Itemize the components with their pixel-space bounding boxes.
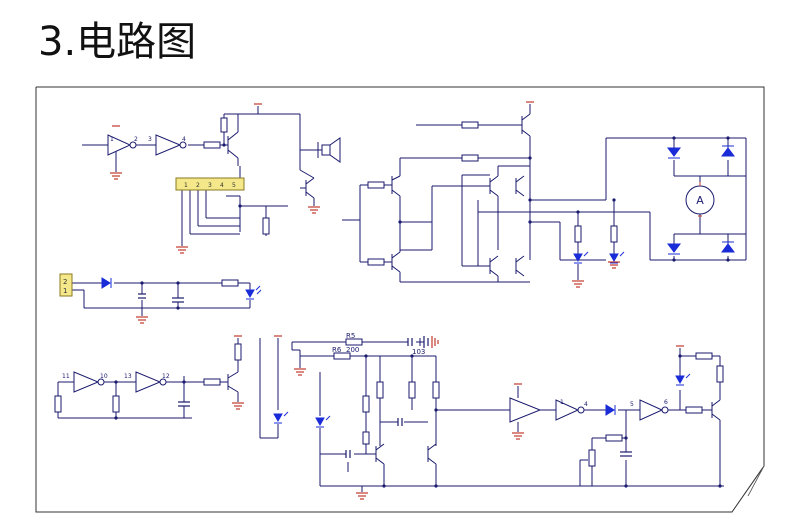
led <box>573 253 583 263</box>
section-number: 3. <box>38 19 77 65</box>
pin-label: 5 <box>630 401 634 408</box>
header-pin-2: 2 <box>196 182 200 189</box>
power-connector: 2 1 <box>59 273 73 297</box>
led <box>675 375 685 385</box>
pin-label: 13 <box>124 373 132 380</box>
header-pin-4: 4 <box>220 182 224 189</box>
inverter-gate <box>73 371 100 393</box>
gate-pin-labels: 1 2 3 4 11 10 13 12 1 4 5 6 <box>62 136 668 408</box>
inverter-gate <box>639 399 664 421</box>
pin-label: 4 <box>584 401 588 408</box>
comparator <box>509 397 542 423</box>
led <box>315 417 325 427</box>
logic-gates <box>73 134 669 423</box>
speaker-icon <box>321 137 341 163</box>
resistors <box>54 117 724 467</box>
pin-label: 10 <box>100 373 108 380</box>
pin-label: 11 <box>62 373 70 380</box>
diodes <box>101 145 735 416</box>
diode <box>721 243 735 253</box>
connector-pin-2: 2 <box>63 278 67 286</box>
pin-label: 1 <box>560 399 564 406</box>
inverter-gate <box>155 134 182 156</box>
led <box>609 253 619 263</box>
diode <box>101 277 111 289</box>
pin-label: 1 <box>110 136 114 143</box>
leds <box>245 251 691 428</box>
led <box>273 413 283 423</box>
motor-icon: A <box>685 182 715 217</box>
label-net-103: 103 <box>412 348 425 356</box>
label-r5: R5 <box>346 332 355 340</box>
diode <box>667 147 681 157</box>
capacitors <box>138 293 632 458</box>
inverter-gate <box>135 371 162 393</box>
label-r6-value: 200 <box>346 346 359 354</box>
pin-label: 3 <box>148 136 152 143</box>
junction-dots <box>114 136 730 488</box>
inverter-gate <box>107 134 132 156</box>
pin-label: 2 <box>134 136 138 143</box>
label-r6: R6 <box>332 346 342 354</box>
header-pin-1: 1 <box>184 182 188 189</box>
page-title: 3.电路图 <box>38 14 196 70</box>
wires <box>57 104 747 492</box>
header-pin-3: 3 <box>208 182 212 189</box>
connector-pin-1: 1 <box>63 287 67 295</box>
pin-label: 6 <box>664 399 668 406</box>
led <box>245 289 255 299</box>
diode <box>667 243 681 253</box>
section-heading: 电路图 <box>76 19 197 65</box>
pin-label: 4 <box>182 136 186 143</box>
motor-label: A <box>696 194 704 207</box>
frame-corner-fold <box>747 465 765 497</box>
component-labels: R5 R6 200 103 <box>332 332 425 356</box>
inverter-gate <box>555 399 580 421</box>
pin-header: 1 2 3 4 5 <box>175 177 245 191</box>
pin-label: 12 <box>162 373 170 380</box>
header-pin-5: 5 <box>232 182 236 189</box>
diode <box>605 404 615 416</box>
schematic-frame <box>35 86 765 513</box>
diode <box>721 147 735 157</box>
